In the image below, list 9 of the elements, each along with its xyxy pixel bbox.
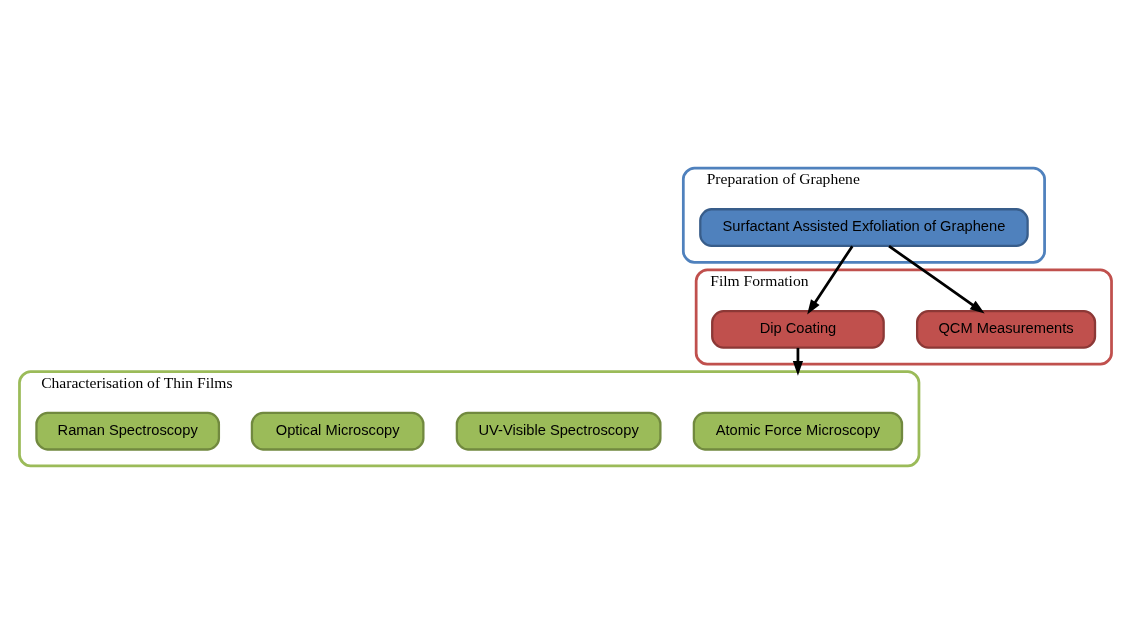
node-box: QCM Measurements — [916, 309, 1097, 349]
arrow — [807, 245, 854, 315]
node-box: Dip Coating — [711, 309, 885, 349]
arrow — [888, 245, 985, 314]
node-box: Surfactant Assisted Exfoliation of Graphene — [699, 208, 1029, 248]
node-box: Optical Microscopy — [250, 411, 425, 451]
node-box: Raman Spectroscopy — [35, 411, 221, 451]
node-box: Atomic Force Microscopy — [692, 411, 904, 451]
node-box: UV-Visible Spectroscopy — [455, 411, 662, 451]
